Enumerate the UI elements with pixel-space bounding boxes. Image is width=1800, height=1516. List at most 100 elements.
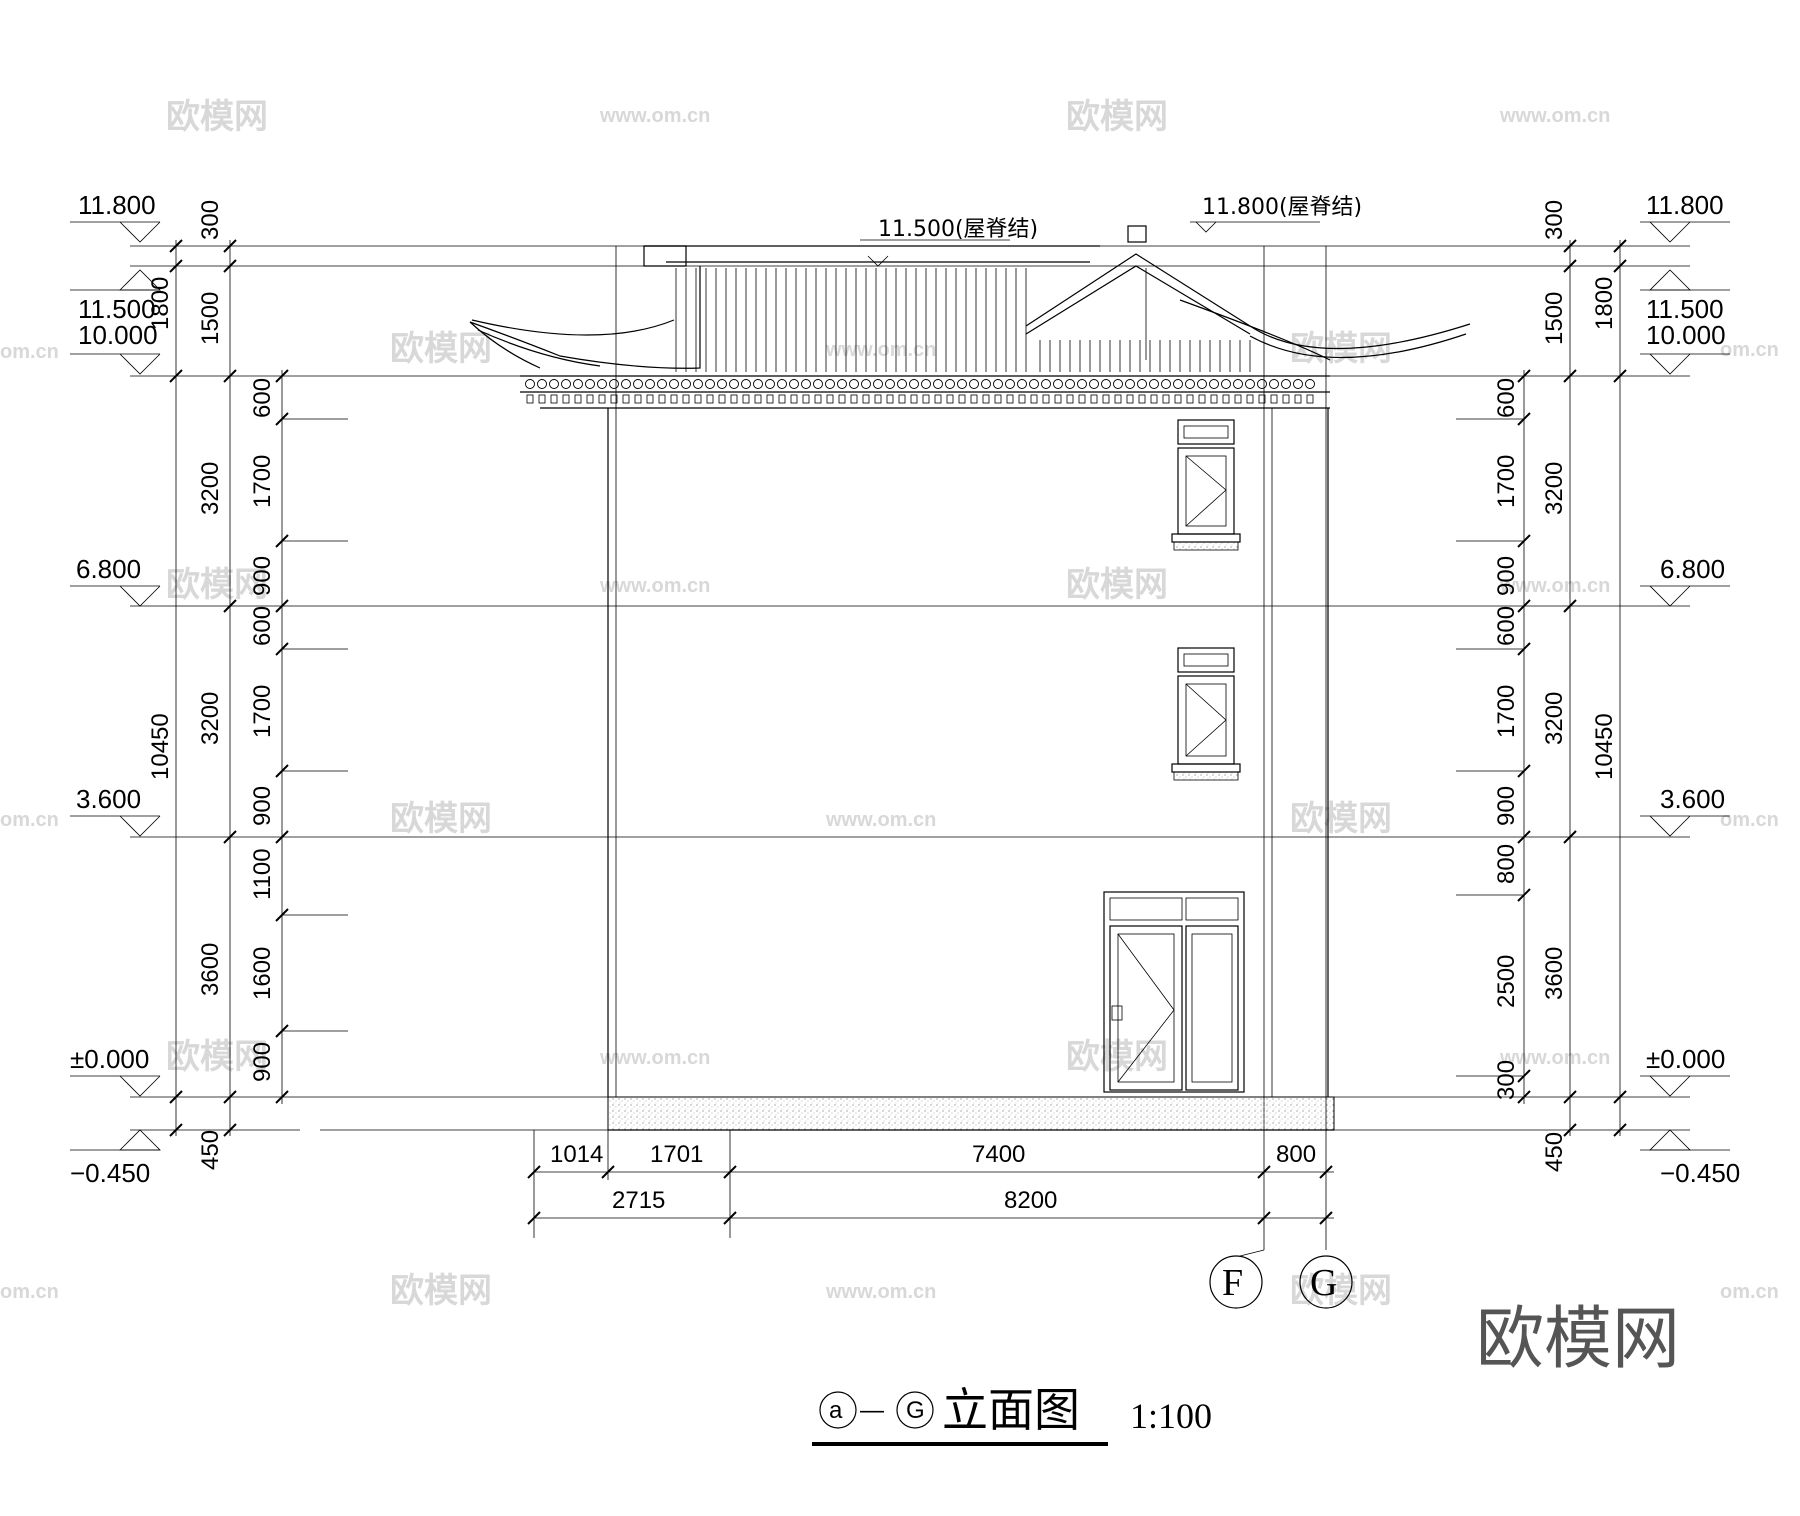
eave-tile-end	[1173, 379, 1183, 389]
level-label: ±0.000	[1646, 1044, 1725, 1074]
dim-label: 1500	[197, 292, 224, 345]
eave-rafter-end	[1198, 394, 1206, 404]
eave-tile-end	[1137, 379, 1147, 389]
eave-rafter-end	[850, 394, 858, 404]
eave-rafter-end	[766, 394, 774, 404]
dim-label: 7400	[972, 1141, 1025, 1168]
axis-bubble-f	[1209, 1255, 1263, 1309]
dim-label: 1701	[650, 1141, 703, 1168]
axis-bubbles: F G	[1209, 1249, 1353, 1309]
eave-rafter-end	[1246, 394, 1254, 404]
dim-label: 900	[1493, 786, 1520, 826]
eave-tile-end	[801, 379, 811, 389]
eave-rafter-end	[574, 394, 582, 404]
dim-label: 900	[1493, 556, 1520, 596]
eave-tile-end	[849, 379, 859, 389]
level-triangle-icon	[1649, 585, 1691, 607]
eave-rafter-end	[694, 394, 702, 404]
eave-rafter-end	[1066, 394, 1074, 404]
eave-rafter-end	[1006, 394, 1014, 404]
watermark-url: www.om.cn	[825, 809, 936, 831]
eave-tile-end	[657, 379, 667, 389]
level-label: 6.800	[1660, 554, 1725, 584]
title-axis-to: G	[906, 1397, 925, 1424]
window-third-floor	[1171, 419, 1241, 551]
title-axis-bubble-from	[819, 1391, 857, 1429]
dim-label: 3600	[197, 943, 224, 996]
window-sill	[1171, 763, 1241, 773]
eave-rafter-end	[946, 394, 954, 404]
eave-tile-end	[621, 379, 631, 389]
eave-rafter-end	[1090, 394, 1098, 404]
door-leaf-right	[1185, 925, 1239, 1091]
dim-label: 900	[249, 556, 276, 596]
eave-tile-end	[1065, 379, 1075, 389]
window-transom	[1177, 647, 1235, 673]
eave-rafter-end	[730, 394, 738, 404]
watermark-brand: 欧模网	[166, 565, 268, 605]
entrance-door	[1103, 891, 1245, 1093]
watermark-brand: 欧模网	[166, 97, 268, 137]
eave-tile-end	[525, 379, 535, 389]
ridge-note-right: 11.800(屋脊结)	[1202, 195, 1362, 220]
eave-rafter-end	[1174, 394, 1182, 404]
eave-rafter-end	[682, 394, 690, 404]
level-label: 6.800	[76, 554, 141, 584]
eave-rafter-end	[1042, 394, 1050, 404]
eave-tile-end	[693, 379, 703, 389]
eave-tile-end	[1257, 379, 1267, 389]
level-label: −0.450	[1660, 1158, 1740, 1188]
dim-label: 1800	[1591, 277, 1618, 330]
dim-label: 800	[1276, 1141, 1316, 1168]
level-triangle-icon	[1649, 1075, 1691, 1097]
eave-tile-end	[717, 379, 727, 389]
door-leaf-left	[1109, 925, 1183, 1091]
eave-rafter-end	[874, 394, 882, 404]
eave-tile-end	[897, 379, 907, 389]
eave-tile-end	[645, 379, 655, 389]
eave-rafter-end	[1138, 394, 1146, 404]
eave-rafter-end	[994, 394, 1002, 404]
level-triangle-icon	[119, 1129, 161, 1151]
watermark-brand: 欧模网	[1290, 1271, 1392, 1311]
level-label: −0.450	[70, 1158, 150, 1188]
watermark-brand: 欧模网	[390, 329, 492, 369]
title-dash: —	[860, 1397, 884, 1424]
eave-rafter-end	[886, 394, 894, 404]
window-sill	[1171, 533, 1241, 543]
watermark-url: www.om.cn	[825, 1281, 936, 1303]
level-label: 11.800	[78, 190, 156, 220]
corner-brand: 欧模网	[1476, 1300, 1680, 1379]
eave-rafter-end	[622, 394, 630, 404]
eave-tile-end	[1077, 379, 1087, 389]
dim-label: 8200	[1004, 1187, 1057, 1214]
level-triangle-icon	[1649, 269, 1691, 291]
level-triangle-icon	[1649, 815, 1691, 837]
level-triangle-icon	[119, 1075, 161, 1097]
door-transom-left	[1109, 897, 1183, 921]
dim-label: 600	[249, 606, 276, 646]
right-dimension-chains: 300 1800 10450 450 1500 3200 3200 3600 6…	[1456, 200, 1627, 1172]
eave-tile-end	[561, 379, 571, 389]
level-label: 10.000	[78, 320, 158, 350]
dim-label: 3600	[1541, 947, 1568, 1000]
dim-label: 300	[1493, 1060, 1520, 1100]
eave-rafter-end	[538, 394, 546, 404]
eave-rafter-end	[898, 394, 906, 404]
level-triangle-icon	[119, 815, 161, 837]
gable-outline	[1025, 253, 1251, 327]
title-scale: 1:100	[1130, 1396, 1212, 1436]
eave-tile-end	[969, 379, 979, 389]
watermark-url: om.cn	[0, 809, 59, 831]
plinth	[607, 1096, 1335, 1131]
eave-rafter-end	[562, 394, 570, 404]
eave-tile-end	[549, 379, 559, 389]
watermark-url: om.cn	[1720, 339, 1779, 361]
eave-rafter-end	[1018, 394, 1026, 404]
eave-tile-end	[885, 379, 895, 389]
watermark-brand: 欧模网	[1066, 97, 1168, 137]
dim-label: 2715	[612, 1187, 665, 1214]
title-axis-bubble-to	[896, 1391, 934, 1429]
window-second-floor	[1171, 647, 1241, 781]
eave-tile-end	[1041, 379, 1051, 389]
